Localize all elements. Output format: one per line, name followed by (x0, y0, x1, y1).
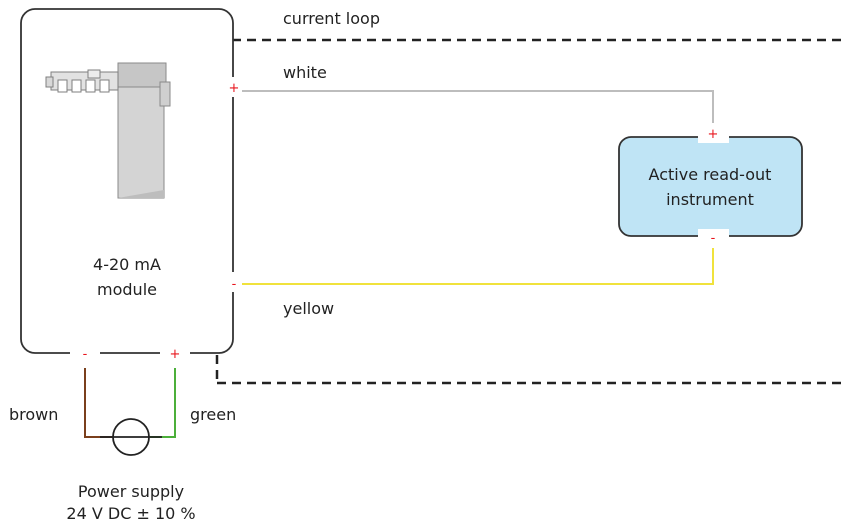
instrument-minus-sign: - (711, 231, 716, 246)
module-bottom-plus-terminal (160, 346, 190, 360)
module-bottom-plus-sign: + (170, 347, 181, 362)
brown-wire-label: brown (9, 405, 58, 424)
green-wire-label: green (190, 405, 236, 424)
brown-wire (84, 368, 114, 438)
current-loop-label: current loop (283, 9, 380, 28)
module-label-line2: module (97, 280, 157, 299)
module-device-image (45, 62, 171, 199)
module-plus-terminal (226, 77, 242, 97)
green-wire (150, 368, 176, 438)
white-wire-label: white (283, 63, 327, 82)
instrument-box (618, 136, 803, 237)
module-minus-sign: - (232, 277, 237, 292)
module-bottom-minus-terminal (70, 346, 100, 360)
instrument-label-line1: Active read-out (649, 165, 772, 184)
module-label-line1: 4-20 mA (93, 255, 161, 274)
white-wire (233, 90, 714, 123)
power-supply-label-line1: Power supply (78, 482, 184, 501)
yellow-wire-label: yellow (283, 299, 334, 318)
instrument-plus-sign: + (708, 127, 719, 142)
instrument-plus-terminal (698, 124, 729, 143)
module-minus-terminal (226, 272, 242, 292)
power-supply-label-line2: 24 V DC ± 10 % (66, 504, 195, 523)
instrument-minus-terminal (698, 229, 729, 248)
module-plus-sign: + (229, 81, 240, 96)
instrument-label-line2: instrument (666, 190, 754, 209)
yellow-wire (233, 248, 714, 285)
module-bottom-minus-sign: - (83, 347, 88, 362)
